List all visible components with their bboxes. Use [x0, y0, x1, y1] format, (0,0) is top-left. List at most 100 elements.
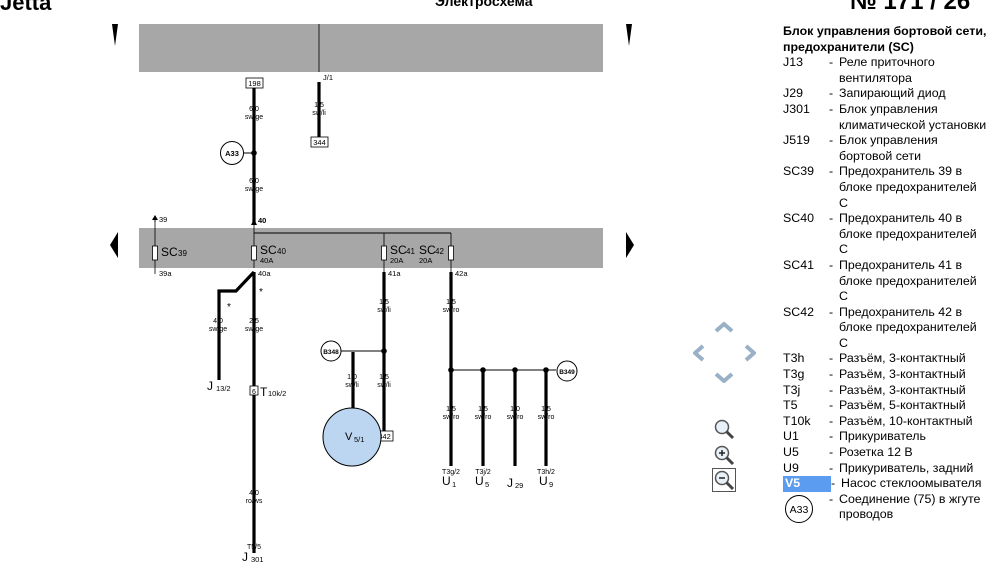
legend-item-sc42[interactable]: SC42-Предохранитель 42 в блоке предохран… [783, 305, 988, 352]
legend-text: Насос стеклоомывателя [841, 476, 982, 491]
legend-item-t5[interactable]: T5-Разъём, 5-контактный [783, 398, 988, 414]
svg-text:SC: SC [260, 243, 277, 257]
legend-item-t10k[interactable]: T10k-Разъём, 10-контактный [783, 414, 988, 430]
chevron-right-icon[interactable] [744, 344, 756, 362]
ref-198-label: 198 [248, 79, 261, 88]
legend-item-j29[interactable]: J29-Запирающий диод [783, 86, 988, 102]
legend-code: V5 [783, 476, 831, 492]
svg-text:A33: A33 [225, 149, 239, 158]
pin-41a-label: 41a [388, 269, 401, 278]
legend-item-j13[interactable]: J13-Реле приточного вентилятора [783, 55, 988, 86]
connector-t10k-label: T 10k/2 [260, 385, 286, 399]
svg-text:13/2: 13/2 [216, 384, 231, 393]
legend-text: Предохранитель 39 в блоке предохранителе… [839, 164, 977, 210]
legend-item-u5[interactable]: U5-Розетка 12 В [783, 445, 988, 461]
chevron-left-icon[interactable] [693, 344, 705, 362]
svg-text:J: J [207, 379, 213, 393]
washer-pump-v5[interactable]: V 5/1 [322, 407, 382, 467]
svg-text:U: U [475, 474, 484, 488]
legend-item-sc40[interactable]: SC40-Предохранитель 40 в блоке предохран… [783, 211, 988, 258]
legend-item-sc41[interactable]: SC41-Предохранитель 41 в блоке предохран… [783, 258, 988, 305]
svg-text:1,5: 1,5 [446, 299, 456, 306]
svg-text:sw/li: sw/li [377, 307, 391, 314]
legend-code: T3j [783, 382, 801, 397]
wire-label-j13: 4,0sw/ge [209, 318, 227, 333]
page-marker-right-top[interactable] [626, 24, 632, 46]
wire-label-u9: 1,5sw/ro [538, 406, 555, 421]
component-u9-label[interactable]: T3h/2 U 9 [537, 469, 555, 489]
wire-label-40a: 2,5sw/ge [245, 318, 263, 333]
legend-item-a33[interactable]: A33-Соединение (75) в жгуте проводов [783, 492, 988, 524]
component-u1-label[interactable]: T3g/2 U 1 [442, 469, 460, 489]
zoom-out-icon[interactable] [712, 468, 736, 492]
legend-item-u1[interactable]: U1-Прикуриватель [783, 429, 988, 445]
chevron-down-icon[interactable] [714, 372, 734, 383]
svg-text:5: 5 [485, 480, 489, 489]
component-u5-label[interactable]: T3j/2 U 5 [475, 469, 491, 489]
component-j301-label[interactable]: T5/5 J 301 [242, 544, 264, 564]
wire-label-u5: 1,5sw/ro [475, 406, 492, 421]
svg-text:sw/ge: sw/ge [245, 114, 263, 121]
page-prev-marker[interactable] [110, 232, 118, 258]
svg-text:sw/li: sw/li [377, 382, 391, 389]
legend-text: Разъём, 3-контактный [839, 367, 966, 382]
legend-a33-circle-label: A33 [790, 504, 809, 516]
svg-text:41: 41 [406, 247, 415, 256]
legend-text: Предохранитель 42 в блоке предохранителе… [839, 304, 977, 350]
legend-code: SC42 [783, 304, 814, 319]
svg-text:U: U [442, 474, 451, 488]
page-title: Электросхема [435, 0, 533, 9]
svg-text:B349: B349 [559, 369, 575, 376]
svg-text:sw/ro: sw/ro [475, 414, 492, 421]
legend-text: Блок управления бортовой сети [839, 133, 938, 163]
component-j29-label[interactable]: J 29 [507, 476, 523, 490]
svg-text:T: T [260, 385, 268, 399]
connector-b348[interactable]: B348 [320, 340, 342, 362]
wire-label-u1: 1,5sw/ro [443, 406, 460, 421]
legend-text: Разъём, 5-контактный [839, 398, 966, 413]
svg-text:ro/ws: ro/ws [246, 498, 263, 505]
legend-code: J13 [783, 55, 803, 70]
fuse-sc39[interactable] [152, 245, 158, 261]
svg-text:1,5: 1,5 [541, 406, 551, 413]
legend-item-j519[interactable]: J519-Блок управления бортовой сети [783, 133, 988, 164]
ref-box-344[interactable]: 344 [310, 136, 329, 148]
svg-text:SC: SC [419, 243, 436, 257]
legend-code: J519 [783, 133, 810, 148]
connector-b349[interactable]: B349 [556, 360, 578, 382]
wire-label-198b: 6,0sw/ge [245, 178, 263, 193]
wire-label-41a: 1,5sw/li [377, 299, 391, 314]
fuse-sc42[interactable] [448, 245, 454, 261]
legend-item-t3h[interactable]: T3h-Разъём, 3-контактный [783, 351, 988, 367]
page-next-marker[interactable] [626, 232, 634, 258]
svg-text:1,5: 1,5 [379, 299, 389, 306]
wire-label-j29: 1,0sw/ro [507, 406, 524, 421]
ref-box-198[interactable]: 198 [245, 77, 264, 89]
legend-text: Соединение (75) в жгуте проводов [839, 491, 981, 522]
fuse-sc40[interactable] [251, 245, 257, 261]
wire-j13[interactable] [217, 270, 256, 380]
component-j13-label[interactable]: J 13/2 [207, 379, 231, 393]
zoom-icon[interactable] [713, 418, 735, 440]
svg-text:1: 1 [452, 480, 456, 489]
chevron-up-icon[interactable] [714, 322, 734, 333]
zoom-in-icon[interactable] [713, 444, 735, 466]
legend-item-t3g[interactable]: T3g-Разъём, 3-контактный [783, 367, 988, 383]
legend-item-v5[interactable]: V5-Насос стеклоомывателя [783, 476, 988, 492]
pin-j1-label: J/1 [323, 73, 333, 82]
legend-item-t3j[interactable]: T3j-Разъём, 3-контактный [783, 383, 988, 399]
svg-text:6,0: 6,0 [249, 178, 259, 185]
svg-text:T3g/2: T3g/2 [442, 469, 460, 476]
svg-text:9: 9 [549, 480, 553, 489]
legend-item-j301[interactable]: J301-Блок управления климатической устан… [783, 101, 987, 132]
wire-label-b348: 1,0sw/li [345, 374, 359, 389]
svg-text:40A: 40A [260, 256, 273, 265]
connector-a33[interactable]: A33 [220, 141, 255, 165]
page-marker-left-top[interactable] [112, 24, 118, 46]
fuse-sc41[interactable] [381, 245, 387, 261]
pin-42a-label: 42a [455, 269, 468, 278]
legend-item-sc39[interactable]: SC39-Предохранитель 39 в блоке предохран… [783, 164, 988, 211]
svg-text:1,5: 1,5 [446, 406, 456, 413]
svg-text:2,5: 2,5 [249, 318, 259, 325]
legend-item-u9[interactable]: U9-Прикуриватель, задний [783, 461, 988, 477]
